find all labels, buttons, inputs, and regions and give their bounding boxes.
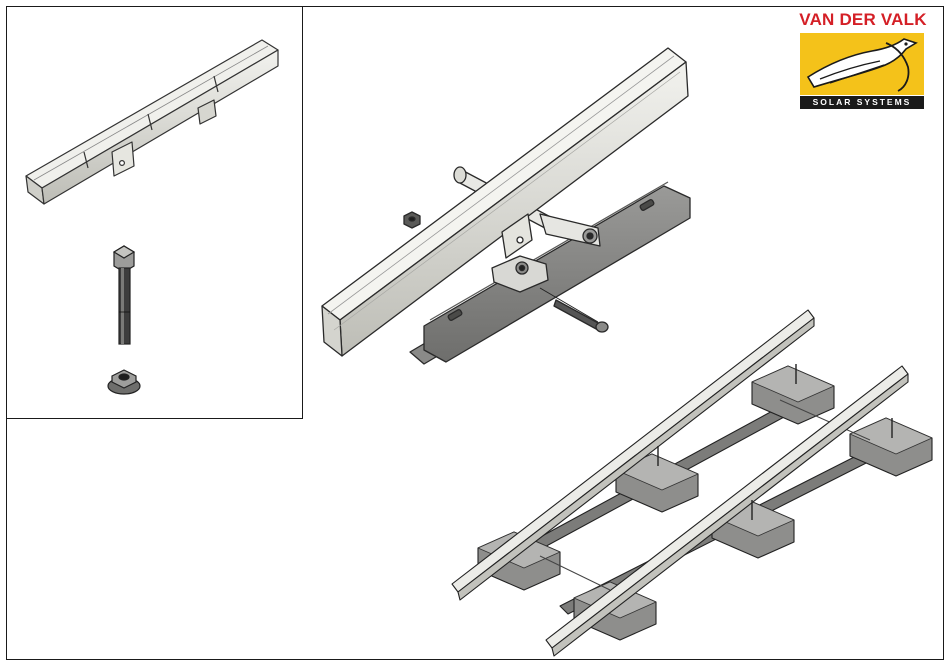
ballast-assembly [452,310,932,656]
hex-bolt-part [114,246,134,344]
rail-sections-part [26,40,278,204]
flange-nut-part [108,370,140,394]
joint-detail [322,48,690,364]
